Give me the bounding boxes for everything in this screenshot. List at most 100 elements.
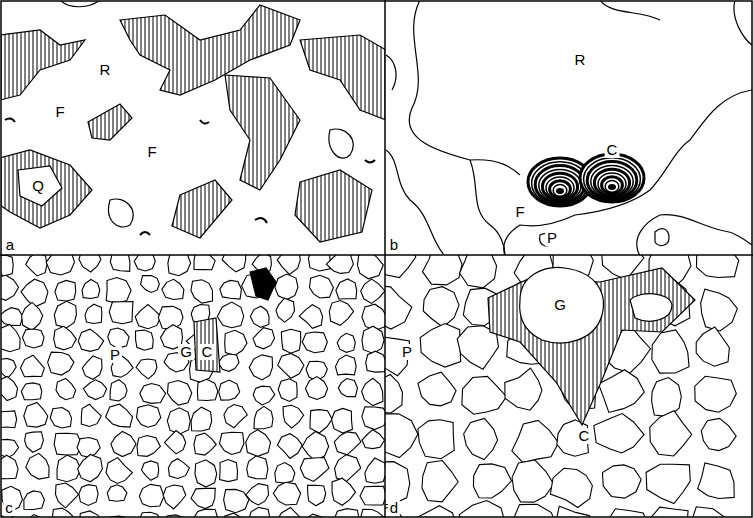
grain-outline: [1, 358, 16, 378]
grain-outline: [459, 501, 505, 517]
ooid-ring: [591, 165, 633, 197]
grain-outline: [460, 255, 497, 288]
grain-outline: [220, 280, 242, 299]
grain-outline: [650, 507, 688, 517]
grain-outline: [1, 411, 17, 428]
mineral-label: C: [200, 344, 215, 360]
ooid-ring: [605, 181, 619, 193]
grain-outline: [308, 255, 330, 271]
grain-outline: [141, 461, 158, 480]
grain-outline: [220, 460, 238, 482]
ooid-ring: [580, 154, 644, 202]
grain-outline: [225, 330, 247, 355]
grain-outline: [253, 328, 275, 349]
grain-outline: [696, 255, 738, 277]
grain-outline: [82, 356, 102, 379]
mineral-label: F: [53, 104, 66, 120]
grain-outline: [332, 408, 353, 433]
grain-outline: [20, 355, 44, 377]
grain-outline: [310, 410, 332, 433]
grain-outline: [360, 509, 385, 517]
grain-outline: [191, 488, 215, 508]
grain-outline: [110, 255, 130, 271]
grain-outline: [696, 327, 729, 366]
grain-outline: [249, 355, 272, 380]
grain-outline: [300, 458, 329, 482]
grain-outline: [335, 455, 361, 482]
grain-outline: [602, 509, 649, 517]
grain-outline: [81, 404, 101, 426]
grain-outline: [111, 431, 136, 456]
grain-outline: [163, 485, 186, 509]
grain-outline: [512, 420, 559, 462]
grain-outline: [46, 255, 74, 275]
grain-outline: [1, 324, 20, 351]
panel-c-cement: [194, 268, 276, 372]
grain-outline: [218, 354, 239, 371]
grain-outline: [246, 430, 271, 457]
grain-outline: [250, 306, 269, 327]
grain-outline: [701, 289, 738, 331]
grain-outline: [335, 355, 356, 375]
grain-outline: [329, 301, 353, 326]
grain-outline: [219, 380, 240, 400]
grain-outline: [362, 407, 385, 430]
grain-outline: [54, 326, 77, 349]
ooid-core: [608, 184, 616, 190]
grain-outline: [107, 485, 127, 501]
grain-outline: [109, 301, 133, 323]
grain-outline: [158, 306, 183, 328]
grain-outline: [21, 279, 48, 307]
grain-outline: [106, 404, 133, 427]
mineral-label: F: [145, 144, 158, 160]
grain-outline: [137, 435, 160, 456]
grain-outline: [365, 458, 385, 483]
grain-outline: [56, 378, 76, 399]
grain-outline: [420, 323, 460, 367]
mineral-label: R: [98, 62, 113, 78]
grain-outline: [1, 308, 23, 326]
grain-outline: [108, 328, 129, 348]
grain-outline: [79, 485, 98, 506]
grain-outline: [78, 329, 103, 351]
grain-outline: [1, 455, 18, 478]
grain-outline: [222, 255, 246, 272]
grain-outline: [191, 280, 213, 303]
grain-outline: [652, 378, 682, 417]
grain-outline: [302, 332, 327, 353]
ooid-ring: [584, 158, 641, 201]
ooid-ring: [535, 166, 585, 204]
grain-outline: [194, 255, 215, 270]
grain-outline: [25, 432, 44, 452]
ooid-ring: [587, 162, 637, 200]
grain-outline: [337, 333, 355, 352]
grain-outline: [52, 508, 75, 517]
grain-outline: [336, 279, 357, 299]
panel-d: [385, 255, 739, 517]
grain-outline: [136, 330, 154, 350]
grain-outline: [275, 463, 295, 484]
mineral-label: G: [178, 344, 194, 360]
grain-outline: [134, 255, 155, 271]
grain-outline: [247, 456, 268, 479]
grain-outline: [361, 279, 385, 303]
grain-outline: [418, 372, 456, 406]
grain-outline: [599, 370, 645, 413]
grain-outline: [277, 434, 302, 459]
grain-outline: [276, 507, 304, 517]
grain-outline: [462, 376, 507, 414]
grain-outline: [695, 376, 737, 412]
grain-outline: [82, 279, 100, 298]
grain-outline: [141, 276, 160, 293]
grain-outline: [217, 302, 243, 328]
grain-outline: [50, 407, 71, 428]
mineral-label: P: [545, 230, 559, 246]
mineral-label: C: [577, 428, 592, 444]
grain-outline: [193, 509, 218, 517]
grain-outline: [191, 407, 212, 431]
grain-outline: [357, 255, 383, 279]
grain-outline: [299, 305, 322, 329]
grain-outline: [602, 465, 641, 498]
grain-outline: [326, 255, 353, 273]
grain-outline: [275, 274, 298, 300]
